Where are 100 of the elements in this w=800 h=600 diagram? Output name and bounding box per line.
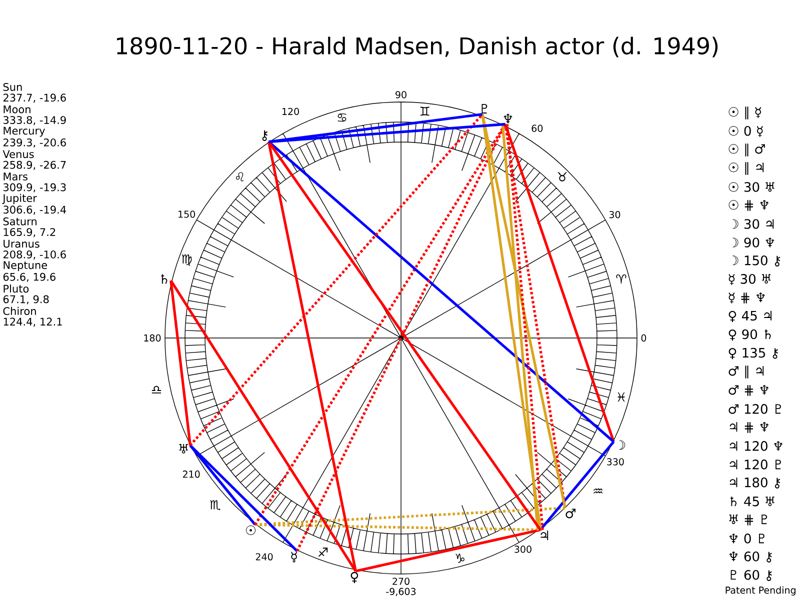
planet-glyph: ☉ bbox=[246, 526, 256, 535]
zodiac-sign: ♎ bbox=[152, 386, 162, 394]
position-text: 309.9, -19.3 bbox=[4, 183, 66, 192]
degree-label: 180 bbox=[144, 334, 161, 342]
aspect-entry: ♆ 0 ♇ bbox=[729, 534, 764, 544]
planet-name: Uranus bbox=[4, 240, 40, 248]
planet-name: Moon bbox=[4, 105, 30, 114]
aspect-line bbox=[539, 440, 615, 531]
planet-name: Jupiter bbox=[2, 194, 37, 204]
planet-name: Mars bbox=[4, 172, 28, 180]
aspect-line bbox=[268, 122, 506, 144]
aspect-entry: ♆ 60 ⚷ bbox=[729, 551, 772, 562]
aspect-entry: ☽ 90 ♆ bbox=[732, 238, 774, 248]
degree-label: 270 bbox=[392, 578, 410, 585]
degree-label: 0 bbox=[641, 334, 646, 342]
aspect-entry: ♀ 45 ♃ bbox=[728, 310, 772, 322]
zodiac-sign: ♋ bbox=[338, 114, 346, 122]
aspect-entry: ♂ ⋕ ♆ bbox=[728, 385, 768, 396]
degree-label: 120 bbox=[282, 108, 299, 116]
planet-glyph: ♇ bbox=[482, 104, 488, 114]
planet-name: Saturn bbox=[3, 217, 36, 226]
position-text: 306.6, -19.4 bbox=[4, 206, 66, 215]
planet-name: Chiron bbox=[3, 306, 36, 316]
zodiac-sign: ♐ bbox=[318, 548, 328, 557]
degree-label: 60 bbox=[532, 124, 543, 132]
aspect-entry: ☉ ∥ ☿ bbox=[728, 106, 761, 120]
aspect-line bbox=[189, 113, 484, 446]
position-text: 208.9, -10.6 bbox=[3, 250, 66, 260]
aspect-entry: ☉ 0 ☿ bbox=[728, 126, 763, 137]
zodiac-sign: ♓ bbox=[618, 392, 625, 402]
aspect-entry: ♄ 45 ♅ bbox=[730, 496, 774, 506]
aspect-entry: ♂ 120 ♇ bbox=[728, 404, 781, 414]
aspect-line bbox=[267, 142, 357, 572]
position-text: 258.9, -26.7 bbox=[3, 160, 66, 170]
aspect-entry: ♃ 120 ♆ bbox=[730, 441, 782, 451]
aspect-line bbox=[268, 141, 542, 531]
aspect-line bbox=[481, 114, 566, 508]
aspect-entry: ♅ ⋕ ♇ bbox=[729, 514, 768, 526]
degree-label: 330 bbox=[607, 458, 624, 466]
zodiac-sign: ♉ bbox=[558, 172, 567, 182]
zodiac-sign: ♒ bbox=[593, 488, 603, 494]
zodiac-sign: ♊ bbox=[420, 106, 430, 116]
aspect-entry: ☿ ⋕ ♆ bbox=[728, 292, 765, 304]
degree-label: 30 bbox=[609, 211, 620, 218]
aspect-entry: ♃ 120 ♇ bbox=[730, 460, 781, 470]
planet-name: Sun bbox=[3, 83, 22, 91]
position-text: 165.9, 7.2 bbox=[4, 228, 56, 238]
planet-glyph: ♃ bbox=[540, 530, 548, 540]
zodiac-sign: ♑ bbox=[456, 554, 464, 563]
planet-glyph: ♂ bbox=[566, 508, 576, 518]
aspect-line bbox=[170, 280, 357, 572]
planet-name: Pluto bbox=[4, 284, 29, 293]
planet-name: Venus bbox=[2, 150, 34, 158]
degree-label: 150 bbox=[178, 210, 196, 218]
aspect-line bbox=[504, 124, 566, 508]
aspect-entry: ☽ 30 ♃ bbox=[732, 219, 774, 229]
planet-glyph: ♅ bbox=[179, 444, 188, 454]
position-text: 124.4, 12.1 bbox=[4, 318, 62, 327]
position-text: 333.8, -14.9 bbox=[4, 116, 66, 126]
aspect-entry: ☉ ∥ ♃ bbox=[728, 162, 764, 175]
planet-glyph: ♀ bbox=[350, 572, 358, 584]
planet-glyph: ⚷ bbox=[262, 130, 268, 141]
aspect-entry: ♀ 90 ♄ bbox=[728, 329, 771, 341]
chart-title: 1890-11-20 - Harald Madsen, Danish actor (d. 1949) bbox=[117, 36, 718, 58]
planet-glyph: ♄ bbox=[161, 274, 168, 284]
position-text: 65.6, 19.6 bbox=[3, 272, 56, 282]
degree-label: 210 bbox=[182, 470, 200, 478]
number-text: -9,603 bbox=[386, 588, 416, 596]
aspect-entry: ☿ 30 ♅ bbox=[728, 274, 771, 285]
aspect-entry: ♇ 60 ⚷ bbox=[730, 570, 772, 581]
aspect-line bbox=[268, 112, 483, 144]
aspect-line bbox=[504, 124, 615, 442]
degree-label: 240 bbox=[256, 553, 273, 560]
aspect-line bbox=[170, 280, 192, 446]
zodiac-sign: ♍ bbox=[182, 254, 192, 266]
planet-name: Mercury bbox=[4, 126, 45, 137]
aspect-line bbox=[254, 124, 506, 526]
planet-name: Neptune bbox=[4, 261, 48, 272]
position-text: 237.7, -19.6 bbox=[3, 94, 66, 103]
aspect-entry: ☉ ∥ ♂ bbox=[728, 144, 765, 156]
aspect-entry: ♃ 180 ⚷ bbox=[730, 477, 780, 488]
planet-glyph: ☽ bbox=[619, 440, 626, 450]
aspect-line bbox=[189, 444, 256, 526]
aspect-entry: ♂ ∥ ♃ bbox=[728, 366, 764, 378]
aspect-line bbox=[481, 114, 542, 530]
zodiac-sign: ♌ bbox=[236, 172, 244, 182]
position-text: 67.1, 9.8 bbox=[3, 295, 49, 304]
degree-label: 90 bbox=[396, 91, 406, 98]
zodiac-sign: ♈ bbox=[616, 274, 626, 284]
aspect-line bbox=[355, 528, 541, 572]
aspect-line bbox=[189, 444, 298, 552]
aspect-entry: ☽ 150 ⚷ bbox=[732, 255, 780, 266]
planet-glyph: ☿ bbox=[291, 552, 297, 563]
aspect-entry: ☉ ⋕ ♆ bbox=[728, 200, 768, 211]
position-text: 239.3, -20.6 bbox=[3, 138, 66, 148]
footer-text: Patent Pending bbox=[726, 586, 796, 596]
planet-glyph: ♆ bbox=[504, 114, 512, 124]
aspect-entry: ♀ 135 ⚷ bbox=[728, 348, 778, 360]
aspect-entry: ♃ ⋕ ♆ bbox=[730, 422, 768, 433]
degree-label: 300 bbox=[514, 546, 532, 553]
